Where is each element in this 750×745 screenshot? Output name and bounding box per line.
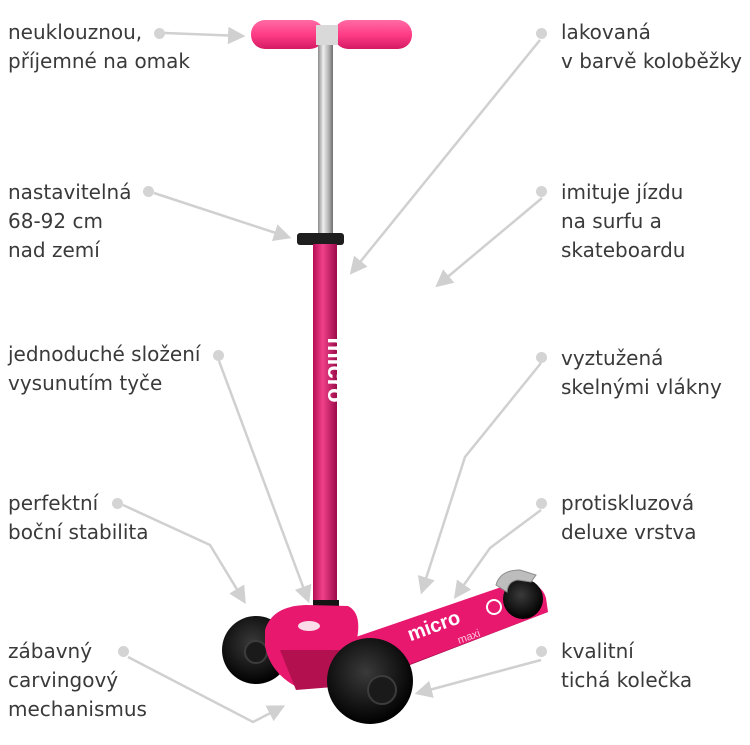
callout-deluxe-line-2: deluxe vrstva [561, 520, 697, 544]
callout-surf-line-1: imituje jízdu [561, 180, 684, 204]
rear-wheel-assembly [495, 569, 543, 619]
callout-stability-line-1: perfektní [8, 491, 99, 515]
callout-dot-wheels [536, 646, 547, 657]
callout-dot-stability [112, 498, 123, 509]
callout-fiberglass-line-2: skelnými vlákny [561, 375, 722, 399]
callout-fiberglass: vyztužená skelnými vlákny [561, 344, 722, 402]
callout-carving-line-1: zábavný [8, 639, 93, 663]
callout-wheels: kvalitní tichá kolečka [561, 637, 692, 695]
front-base-badge [298, 621, 320, 631]
leader-deluxe [453, 508, 542, 599]
callout-surf-line-2: na surfu a [561, 209, 662, 233]
callout-grips: neuklouznou, příjemné na omak [8, 18, 190, 76]
callout-carving: zábavný carvingový mechanismus [8, 637, 147, 724]
stem-upper-metal [318, 45, 333, 237]
callout-wheels-line-1: kvalitní [561, 639, 634, 663]
rear-wheel [503, 579, 543, 619]
callout-leader-lines [122, 26, 543, 724]
leader-wheels [414, 658, 542, 698]
callout-deluxe-line-1: protiskluzová [561, 491, 695, 515]
leader-height [153, 191, 292, 241]
callout-stability-line-2: boční stabilita [8, 520, 149, 544]
stem: micro [297, 45, 349, 616]
callout-dot-grips [154, 28, 165, 39]
callout-carving-line-3: mechanismus [8, 697, 147, 721]
handlebar [251, 20, 412, 49]
callout-wheels-line-2: tichá kolečka [561, 668, 693, 692]
callout-fold-line-2: vysunutím tyče [8, 371, 163, 395]
grip-right [334, 20, 412, 49]
leader-surf [435, 197, 543, 288]
callout-carving-line-2: carvingový [8, 668, 119, 692]
rear-brake-icon [495, 569, 537, 593]
callout-paint-line-2: v barvě koloběžky [561, 49, 742, 73]
leader-stability [122, 503, 246, 604]
callout-paint-line-1: lakovaná [561, 20, 651, 44]
callout-surf-line-3: skateboardu [561, 238, 686, 262]
callout-paint: lakovaná v barvě koloběžky [561, 18, 742, 76]
callout-fold-line-1: jednoduché složení [8, 342, 201, 366]
callout-dot-fiberglass [536, 352, 547, 363]
callout-dot-deluxe [536, 498, 547, 509]
stem-clamp [297, 233, 344, 245]
stem-logo: micro [322, 337, 349, 402]
callout-dot-fold [213, 350, 224, 361]
callout-dot-height [143, 186, 154, 197]
callout-stability: perfektní boční stabilita [8, 489, 149, 547]
callout-fiberglass-line-1: vyztužená [561, 346, 664, 370]
callout-height-line-2: 68-92 cm [8, 209, 103, 233]
callout-height-line-1: nastavitelná [8, 180, 132, 204]
leader-carving [127, 655, 286, 724]
callout-deluxe: protiskluzová deluxe vrstva [561, 489, 697, 547]
callout-dot-paint [536, 28, 547, 39]
callout-height-line-3: nad zemí [8, 238, 100, 262]
leader-grips [164, 26, 246, 45]
callout-dot-surf [536, 186, 547, 197]
callout-grips-line-2: příjemné na omak [8, 49, 191, 73]
handlebar-clamp [316, 25, 338, 45]
deck-logo-badge [486, 599, 502, 615]
grip-left [251, 20, 324, 49]
callout-fold: jednoduché složení vysunutím tyče [8, 340, 200, 398]
stem-lower-tube [313, 244, 337, 606]
callout-grips-line-1: neuklouznou, [8, 20, 143, 44]
callout-surf: imituje jízdu na surfu a skateboardu [561, 178, 685, 265]
front-assembly [222, 605, 413, 724]
leader-fiberglass [417, 362, 542, 595]
callout-dot-carving [118, 646, 129, 657]
front-wheel-left-hub [244, 640, 268, 664]
leader-fold [217, 360, 312, 604]
leader-paint [349, 39, 541, 275]
callout-height: nastavitelná 68-92 cm nad zemí [8, 178, 131, 265]
front-wheel-right-hub [367, 675, 397, 705]
